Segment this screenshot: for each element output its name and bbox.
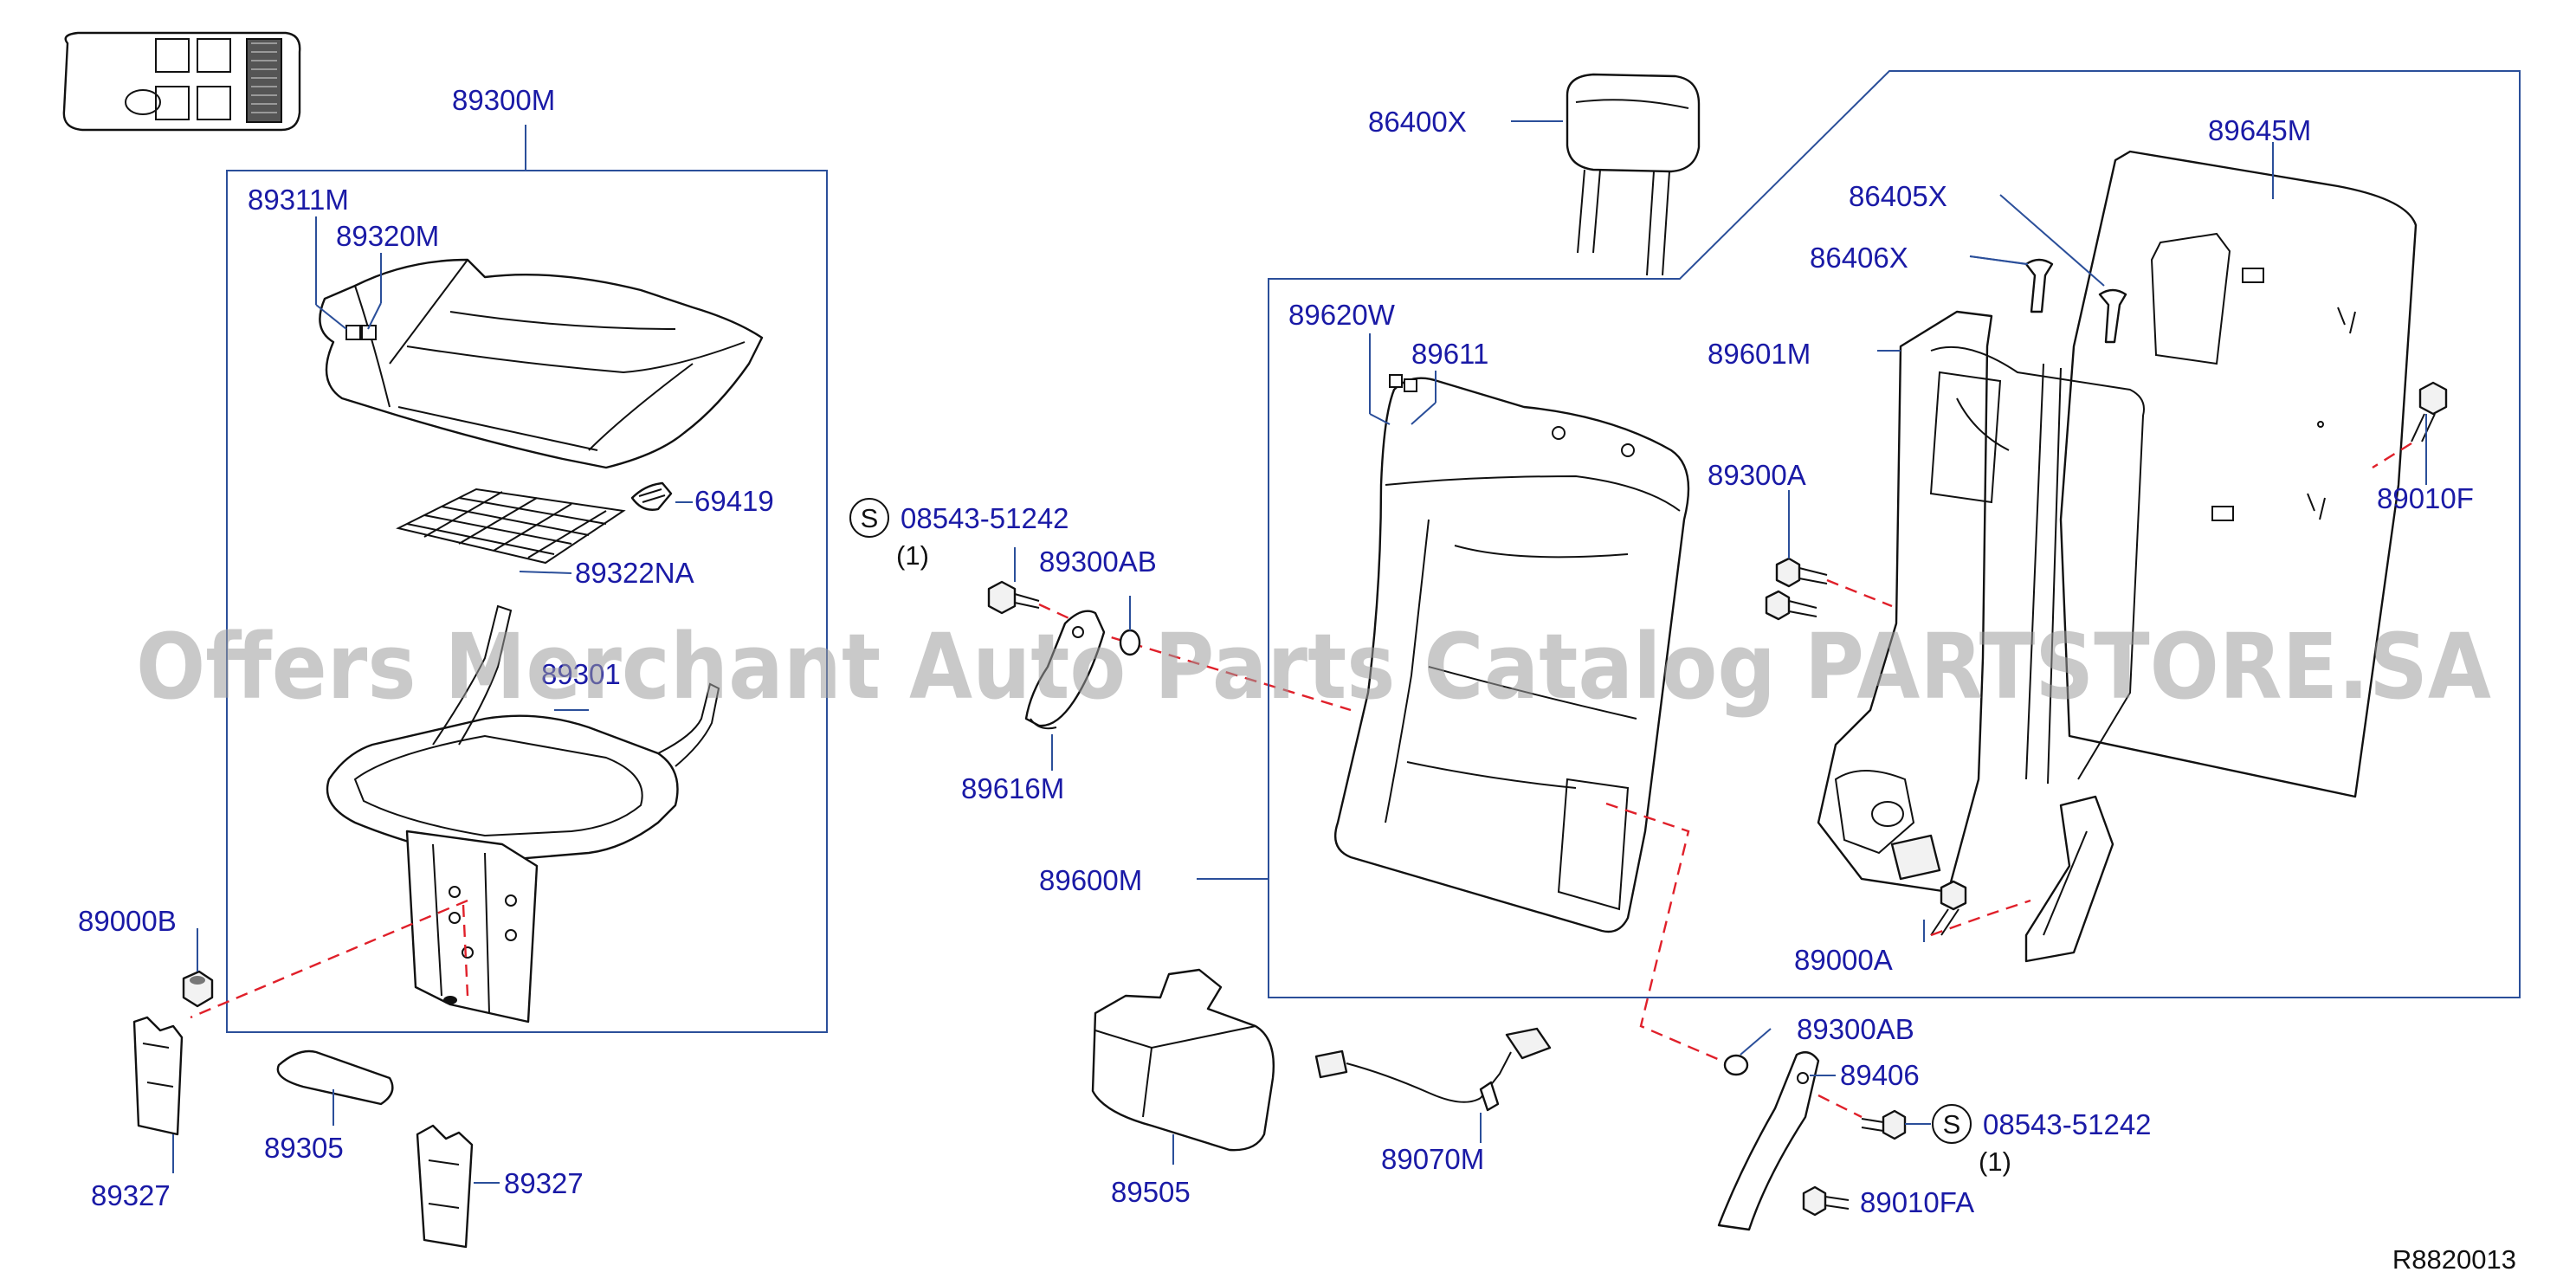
callout-08543-51242-right-qty: (1): [1979, 1146, 2011, 1177]
callout-89327-right: 89327: [504, 1167, 584, 1199]
callout-08543-51242-right: 08543-51242: [1983, 1108, 2152, 1140]
callout-89406: 89406: [1840, 1059, 1920, 1091]
callout-89645M: 89645M: [2208, 114, 2311, 146]
pad-89305: [276, 1049, 394, 1106]
callout-89000A: 89000A: [1794, 944, 1893, 976]
cushion-spring-mat: [396, 488, 626, 565]
callout-89600M: 89600M: [1039, 864, 1142, 896]
callout-86406X: 86406X: [1810, 242, 1908, 274]
module-89505: [1091, 968, 1275, 1152]
seat-cushion: [319, 258, 764, 469]
cover-89327-left: [132, 1016, 184, 1136]
bolt-89010F: [2411, 381, 2448, 442]
svg-text:S: S: [1943, 1109, 1961, 1140]
seat-locator-thumbnail: [62, 31, 301, 132]
callout-labels: 89300M 89311M 89320M 69419 89322NA 89301…: [78, 84, 2474, 1218]
bracket-89616M: [1024, 610, 1106, 730]
watermark-text: Offers Merchant Auto Parts Catalog PARTS…: [136, 614, 2491, 720]
callout-89010F: 89010F: [2377, 482, 2474, 514]
callout-08543-51242-left-qty: (1): [896, 540, 929, 571]
spacer-89300AB-lower: [1723, 1054, 1749, 1076]
callout-89305: 89305: [264, 1132, 344, 1164]
bolt-08543-51242-right: [1861, 1109, 1907, 1140]
callout-89616M: 89616M: [961, 772, 1064, 804]
clip-86406X: [2024, 258, 2054, 313]
callout-89301: 89301: [541, 658, 621, 690]
callout-08543-51242-left: 08543-51242: [901, 502, 1069, 534]
callout-86405X: 86405X: [1849, 180, 1947, 212]
callout-89620W: 89620W: [1288, 299, 1396, 331]
callout-89322NA: 89322NA: [575, 557, 694, 589]
callout-89311M: 89311M: [248, 184, 349, 216]
callout-89300A: 89300A: [1708, 459, 1806, 491]
nut-89000B: [182, 970, 214, 1008]
callout-89320M: 89320M: [336, 220, 439, 252]
callout-89000B: 89000B: [78, 905, 177, 937]
callout-89010FA: 89010FA: [1860, 1186, 1974, 1218]
callout-89300AB-lower: 89300AB: [1797, 1013, 1914, 1045]
seatback-assembly-frame: [1268, 70, 2521, 998]
clip-86405X: [2098, 288, 2127, 344]
seatback-board: [2059, 150, 2418, 798]
harness-89070M: [1314, 1027, 1552, 1112]
cushion-assembly-frame: [226, 170, 828, 1033]
callout-89601M: 89601M: [1708, 338, 1811, 370]
cover-89327-right: [416, 1124, 474, 1249]
seatback-pad: [1333, 374, 1690, 933]
bolt-89000A: [1930, 880, 1967, 936]
callout-89070M: 89070M: [1381, 1143, 1484, 1175]
svg-text:S: S: [861, 503, 879, 533]
callout-89300M: 89300M: [452, 84, 555, 116]
seat-frame: [326, 604, 720, 1023]
headrest-86400X: [1566, 73, 1701, 276]
seatback-frame: [1817, 310, 2145, 963]
callout-89300AB-upper: 89300AB: [1039, 546, 1157, 578]
bolt-89300A: [1765, 557, 1828, 621]
callout-86400X: 86400X: [1368, 106, 1467, 138]
callout-69419: 69419: [694, 485, 774, 517]
standard-part-marker-right: S: [1932, 1104, 1972, 1144]
clip-69419: [630, 481, 673, 511]
diagram-code: R8820013: [2392, 1244, 2516, 1275]
cover-89406: [1717, 1051, 1820, 1231]
callout-89611: 89611: [1411, 338, 1488, 370]
callout-89327-left: 89327: [91, 1179, 171, 1211]
bolt-89010FA: [1802, 1185, 1850, 1217]
callout-89505: 89505: [1111, 1176, 1191, 1208]
bolt-08543-51242-left: [987, 580, 1040, 615]
standard-part-marker-left: S: [849, 498, 889, 538]
